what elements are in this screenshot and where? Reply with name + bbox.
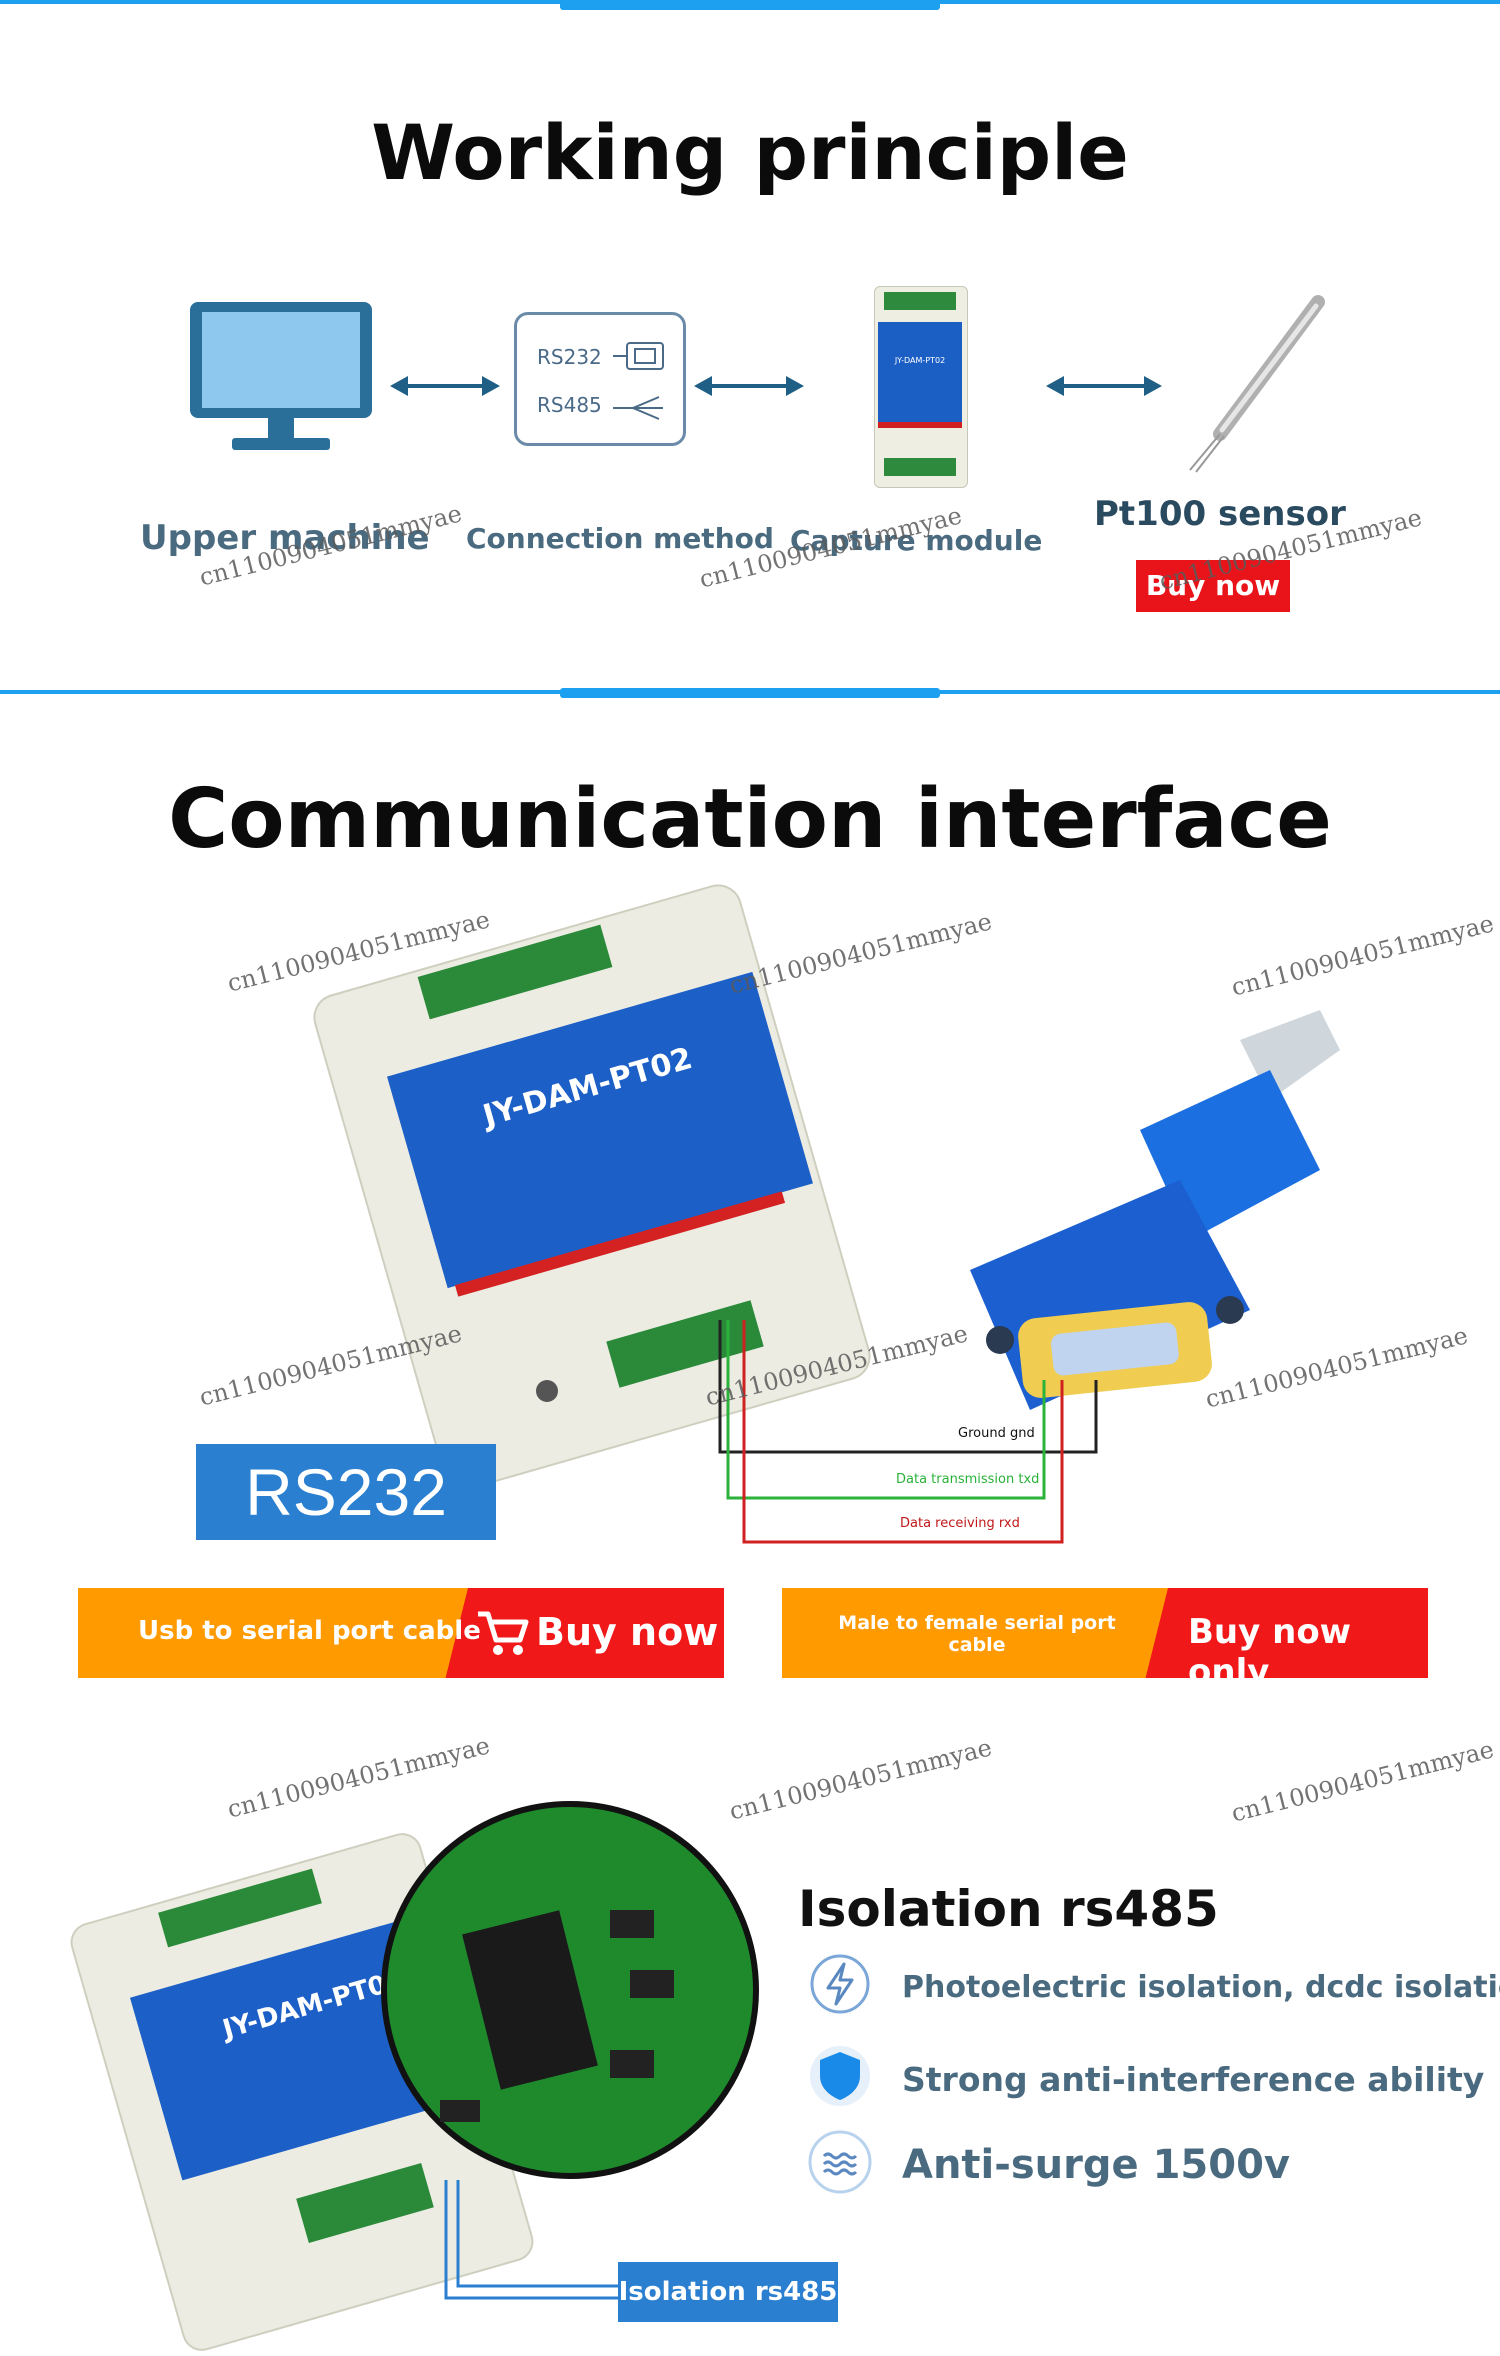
isolation-title: Isolation rs485 [798,1880,1219,1938]
rxd-wire-label: Data receiving rxd [900,1516,1020,1531]
communication-interface-title: Communication interface [168,772,1332,867]
top-divider-accent [560,0,940,10]
watermark: cn1100904051mmyae [1228,909,1497,1002]
capture-module-label: Capture module [790,524,1043,557]
cart-icon [478,1611,529,1655]
wire-fork-icon [613,396,663,420]
module-icon: JY-DAM-PT02 [860,286,980,488]
watermark: cn1100904051mmyae [1228,1735,1497,1828]
usb-buy-now-button[interactable]: Buy now [536,1610,719,1654]
watermark: cn1100904051mmyae [726,1733,995,1826]
feature-anti-surge-text: Anti-surge 1500v [902,2142,1290,2188]
male-female-cable-bar[interactable]: Male to female serial port cable Buy now… [782,1588,1428,1678]
rs232-label: RS232 [537,345,602,369]
feature-isolation-text: Photoelectric isolation, dcdc isolation [902,1970,1500,2005]
db9-connector-image [970,1010,1340,1410]
connector-icon: RS232 RS485 [514,312,686,446]
rs485-label: RS485 [537,393,602,417]
db9-plug-icon [613,342,664,370]
usb-serial-cable-text: Usb to serial port cable [138,1616,481,1646]
arrow-3-icon [1046,376,1162,396]
pcb-magnifier-image [381,1801,759,2179]
wiring-diagram [718,1320,1098,1544]
arrow-2-icon [694,376,804,396]
monitor-icon [190,302,372,450]
mid-divider-accent [560,688,940,698]
upper-machine-label: Upper machine [140,518,430,558]
buy-now-only-button[interactable]: Buy now only [1188,1612,1352,1678]
module-device-text: JY-DAM-PT02 [894,356,946,365]
capture-module-image: JY-DAM-PT02 [307,878,877,1496]
txd-wire-label: Data transmission txd [896,1472,1040,1487]
buy-now-button[interactable]: Buy now [1136,560,1290,612]
shield-icon [810,2046,870,2106]
isolation-pointer-lines [444,2180,620,2300]
usb-serial-cable-bar[interactable]: Usb to serial port cable Buy now [78,1588,724,1678]
arrow-1-icon [390,376,500,396]
male-female-cable-text: Male to female serial port cable [838,1612,1116,1656]
pt100-sensor-label: Pt100 sensor [1094,494,1346,534]
connection-method-label: Connection method [466,522,774,555]
rs232-badge: RS232 [196,1444,496,1540]
ground-wire-label: Ground gnd [958,1426,1035,1441]
isolation-rs485-badge: Isolation rs485 [618,2262,838,2322]
feature-anti-interference-text: Strong anti-interference ability [902,2060,1485,2099]
sensor-icon [1189,295,1325,473]
lightning-icon [810,1954,870,2014]
surge-icon [808,2130,872,2194]
working-principle-title: Working principle [371,108,1129,197]
